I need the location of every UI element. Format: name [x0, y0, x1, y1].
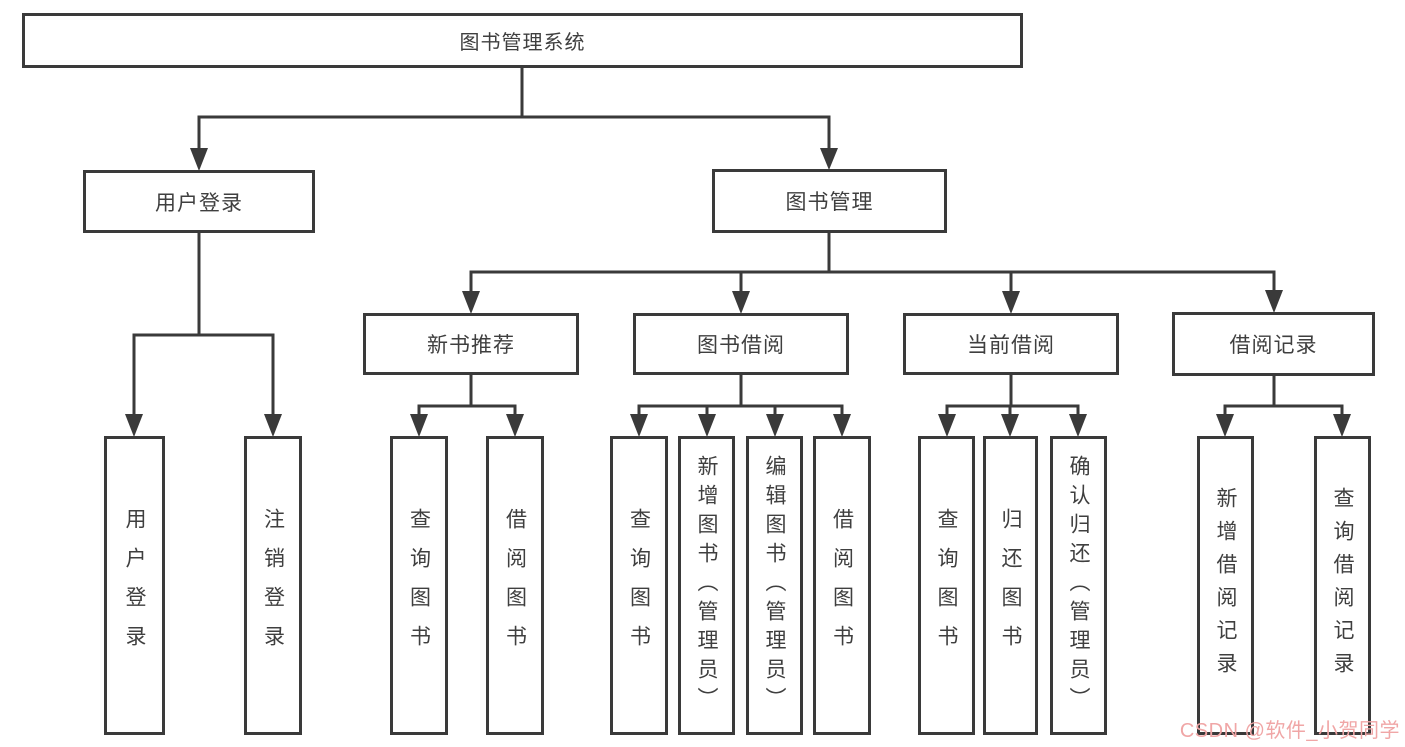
node-label: 确认归还（管理员）	[1067, 455, 1090, 716]
node-label: 借阅图书	[503, 507, 527, 664]
connector-records-to-leaves	[1216, 374, 1351, 437]
leaf-edit-book-admin: 编辑图书（管理员）	[746, 436, 803, 735]
node-label: 用户登录	[123, 507, 146, 664]
node-label: 查询图书	[935, 507, 958, 664]
node-label: 查询借阅记录	[1331, 486, 1354, 685]
leaf-query-books-current: 查询图书	[918, 436, 975, 735]
node-label: 借阅记录	[1229, 334, 1318, 357]
node-book-borrow: 图书借阅	[633, 313, 849, 375]
node-label: 新书推荐	[427, 334, 515, 357]
connector-login-to-leaves	[125, 231, 282, 437]
node-label: 用户登录	[155, 191, 243, 215]
connector-management-to-level3	[462, 231, 1283, 314]
leaf-add-borrow-record: 新增借阅记录	[1197, 436, 1254, 735]
node-label: 新增借阅记录	[1214, 486, 1237, 685]
node-label: 编辑图书（管理员）	[763, 455, 786, 716]
leaf-query-borrow-record: 查询借阅记录	[1314, 436, 1371, 735]
leaf-borrow-books-recommend: 借阅图书	[486, 436, 544, 735]
leaf-confirm-return-admin: 确认归还（管理员）	[1050, 436, 1107, 735]
node-current-borrow: 当前借阅	[903, 313, 1119, 375]
node-label: 图书管理	[785, 191, 874, 214]
node-label: 新增图书（管理员）	[695, 455, 718, 716]
leaf-logout-login: 注销登录	[244, 436, 302, 735]
node-book-management: 图书管理	[712, 169, 947, 233]
connector-recommend-to-leaves	[410, 373, 524, 437]
node-label: 注销登录	[261, 507, 285, 664]
leaf-query-books-recommend: 查询图书	[390, 436, 448, 735]
connector-borrow-to-leaves	[630, 373, 851, 437]
node-label: 查询图书	[627, 507, 651, 664]
leaf-user-login: 用户登录	[104, 436, 165, 735]
node-label: 归还图书	[999, 507, 1022, 664]
node-label: 查询图书	[407, 507, 431, 664]
connector-root-to-level2	[190, 66, 838, 171]
connector-current-to-leaves	[938, 373, 1087, 437]
node-new-book-recommend: 新书推荐	[363, 313, 579, 375]
leaf-add-book-admin: 新增图书（管理员）	[678, 436, 735, 735]
node-user-login: 用户登录	[83, 170, 315, 233]
leaf-borrow-books-borrow: 借阅图书	[813, 436, 871, 735]
node-label: 图书管理系统	[459, 32, 586, 54]
node-label: 当前借阅	[967, 334, 1055, 357]
leaf-return-book: 归还图书	[983, 436, 1038, 735]
node-borrow-records: 借阅记录	[1172, 312, 1375, 376]
leaf-query-books-borrow: 查询图书	[610, 436, 668, 735]
node-label: 借阅图书	[830, 507, 854, 664]
node-system-root: 图书管理系统	[22, 13, 1023, 68]
watermark: CSDN @软件_小贺同学	[1179, 720, 1400, 742]
node-label: 图书借阅	[697, 334, 785, 357]
